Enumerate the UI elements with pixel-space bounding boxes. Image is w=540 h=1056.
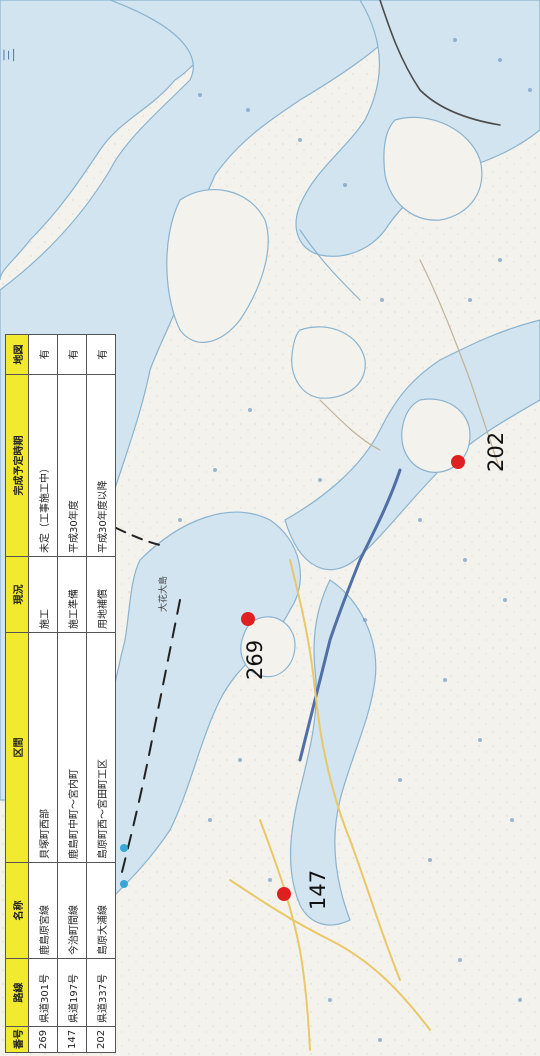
road-main xyxy=(298,468,402,762)
header-status: 現況 xyxy=(5,556,29,633)
blue-dots xyxy=(120,844,128,888)
island-4 xyxy=(401,398,471,473)
cell-name: 今治町間線 xyxy=(57,862,87,959)
cell-name: 鹿島原宮線 xyxy=(28,862,58,959)
cell-schedule: 未定（工事施工中） xyxy=(28,374,58,557)
road-yellow-1 xyxy=(289,559,401,981)
table-row: 202 県道337号 島原大浦線 島原町西～宮田町工区 用地補償 平成30年度以… xyxy=(86,334,116,1053)
header-map: 地図 xyxy=(5,334,29,375)
cell-no: 202 xyxy=(86,1026,116,1053)
cell-no: 147 xyxy=(57,1026,87,1053)
table-header-row: 番号 路線 名称 区間 現況 完成予定時期 地図 xyxy=(5,334,29,1053)
cell-route: 県道301号 xyxy=(28,958,58,1027)
marker-147[interactable]: 147 xyxy=(277,870,330,910)
cell-map: 有 xyxy=(28,334,58,375)
cell-status: 用地補償 xyxy=(86,556,116,633)
cell-no: 269 xyxy=(28,1026,58,1053)
header-schedule: 完成予定時期 xyxy=(5,374,29,557)
cell-status: 施工準備 xyxy=(57,556,87,633)
ferry-route xyxy=(119,599,181,881)
map-symbols xyxy=(178,38,532,1042)
road-dark-top xyxy=(379,0,501,126)
islands xyxy=(166,116,483,678)
table-row: 269 県道301号 鹿島原宮線 貝塚町西部 施工 未定（工事施工中） 有 xyxy=(28,334,58,1053)
cell-section: 島原町西～宮田町工区 xyxy=(86,632,116,863)
marker-202-label: 202 xyxy=(484,432,508,472)
route-table: 番号 路線 名称 区間 現況 完成予定時期 地図 269 県道301号 鹿島原宮… xyxy=(5,334,116,1053)
roads xyxy=(99,0,501,1051)
island-2 xyxy=(383,116,483,221)
blue-dot-1 xyxy=(120,844,128,852)
marker-147-dot[interactable] xyxy=(277,887,291,901)
cell-schedule: 平成30年度 xyxy=(57,374,87,557)
cell-map: 有 xyxy=(57,334,87,375)
marker-202-dot[interactable] xyxy=(451,455,465,469)
cell-status: 施工 xyxy=(28,556,58,633)
island-3 xyxy=(291,326,366,399)
marker-269-label: 269 xyxy=(243,640,267,680)
cell-name: 島原大浦線 xyxy=(86,862,116,959)
marker-147-label: 147 xyxy=(306,870,330,910)
river-1 xyxy=(299,229,361,301)
marker-269-dot[interactable] xyxy=(241,612,255,626)
map-label-corner: 三 xyxy=(2,48,18,62)
cell-section: 貝塚町西部 xyxy=(28,632,58,863)
road-yellow-3 xyxy=(259,819,311,1051)
blue-dot-2 xyxy=(120,880,128,888)
cell-section: 鹿島町中町～宮内町 xyxy=(57,632,87,863)
header-route: 路線 xyxy=(5,958,29,1027)
road-minor-1 xyxy=(419,259,501,471)
table-row: 147 県道197号 今治町間線 鹿島町中町～宮内町 施工準備 平成30年度 有 xyxy=(57,334,87,1053)
header-name: 名称 xyxy=(5,862,29,959)
cell-map: 有 xyxy=(86,334,116,375)
map-label-island: 大花大島 xyxy=(157,576,169,612)
island-1 xyxy=(166,189,269,343)
road-yellow-2 xyxy=(229,879,431,1031)
header-no: 番号 xyxy=(5,1026,29,1053)
marker-202[interactable]: 202 xyxy=(451,432,508,472)
header-section: 区間 xyxy=(5,632,29,863)
island-5 xyxy=(240,616,296,678)
road-minor-2 xyxy=(319,399,381,451)
cell-route: 県道197号 xyxy=(57,958,87,1027)
route-table-container: 番号 路線 名称 区間 現況 完成予定時期 地図 269 県道301号 鹿島原宮… xyxy=(5,334,116,1053)
marker-269[interactable]: 269 xyxy=(241,612,267,680)
cell-route: 県道337号 xyxy=(86,958,116,1027)
cell-schedule: 平成30年度以降 xyxy=(86,374,116,557)
